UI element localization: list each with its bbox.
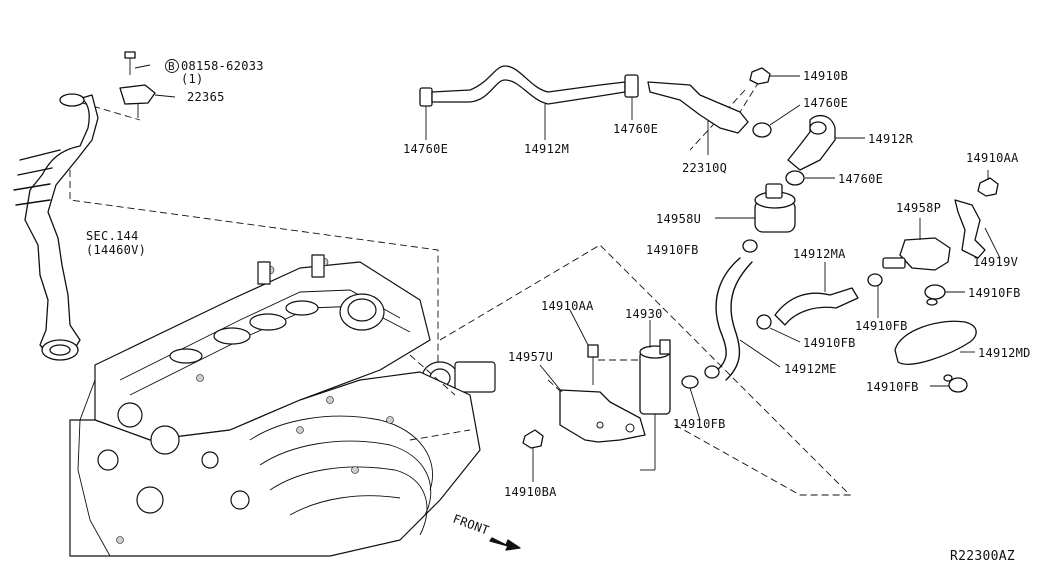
sec-ref-label: SEC.144 <box>86 229 139 243</box>
bracket-22310q <box>647 81 749 155</box>
canister-14930 <box>639 320 671 471</box>
hose-14912md <box>894 320 977 365</box>
nut-b-label: 14910B <box>803 69 848 83</box>
clamp-fb-5-label: 14910FB <box>968 286 1021 300</box>
clamp-fb-4-label: 14910FB <box>673 417 726 431</box>
bolt-qty-label: (1) <box>181 72 204 86</box>
diagram-code-label: R22300AZ <box>950 549 1015 564</box>
nut-14910b <box>749 67 800 85</box>
hose-ma-label: 14912MA <box>793 247 846 261</box>
bracket-14957u <box>539 309 646 443</box>
hose-me-label: 14912ME <box>784 362 837 376</box>
clamp-14910fb-canister <box>681 375 701 421</box>
hose-a-end-left-label: 14760E <box>403 142 448 156</box>
clamp-fb-3-label: 14910FB <box>855 319 908 333</box>
bolt-prefix-label: B <box>168 60 175 73</box>
front-label: FRONT <box>451 512 491 538</box>
hose-14912ma <box>756 262 883 343</box>
hose-14912me <box>704 257 781 381</box>
valve-958p-label: 14958P <box>896 201 941 215</box>
hose-a-label: 14912M <box>524 142 569 156</box>
bracket-919v-label: 14919V <box>973 255 1018 269</box>
sec-sub-label: (14460V) <box>86 243 146 257</box>
valve-u-label: 14958U <box>656 212 701 226</box>
nut-14910ba <box>522 429 544 482</box>
front-direction-arrow <box>489 537 521 551</box>
hose-md-label: 14912MD <box>978 346 1031 360</box>
clamp-fb-6-label: 14910FB <box>866 380 919 394</box>
bolt-aa-right-label: 14910AA <box>966 151 1019 165</box>
bracket-14919v <box>954 199 1001 259</box>
clamp-14910fb-right-a <box>924 284 965 306</box>
bracket-957u-label: 14957U <box>508 350 553 364</box>
canister-930-label: 14930 <box>625 307 663 321</box>
bolt-14910aa-right <box>977 170 999 197</box>
hose-14912m <box>419 65 639 140</box>
bolt-aa-left-label: 14910AA <box>541 299 594 313</box>
hose-r-label: 14912R <box>868 132 914 146</box>
clamp-e-mid-label: 14760E <box>838 172 883 186</box>
bolt-and-sensor-22365 <box>119 51 176 118</box>
clamp-and-hose-14912r <box>752 104 865 186</box>
clamp-14910fb-right-b <box>930 374 968 393</box>
bracket-q-label: 22310Q <box>682 161 727 175</box>
hose-a-end-right-label: 14760E <box>613 122 658 136</box>
clamp-e-top-label: 14760E <box>803 96 848 110</box>
clamp-fb-1-label: 14910FB <box>646 243 699 257</box>
nut-ba-label: 14910BA <box>504 485 557 499</box>
sensor-label: 22365 <box>187 90 225 104</box>
valve-14958u <box>715 183 796 253</box>
engine-assembly <box>69 254 496 557</box>
clamp-fb-2-label: 14910FB <box>803 336 856 350</box>
bolt-code-label: 08158-62033 <box>181 59 264 73</box>
air-duct-sec144 <box>13 93 99 361</box>
valve-14958p <box>882 218 951 271</box>
